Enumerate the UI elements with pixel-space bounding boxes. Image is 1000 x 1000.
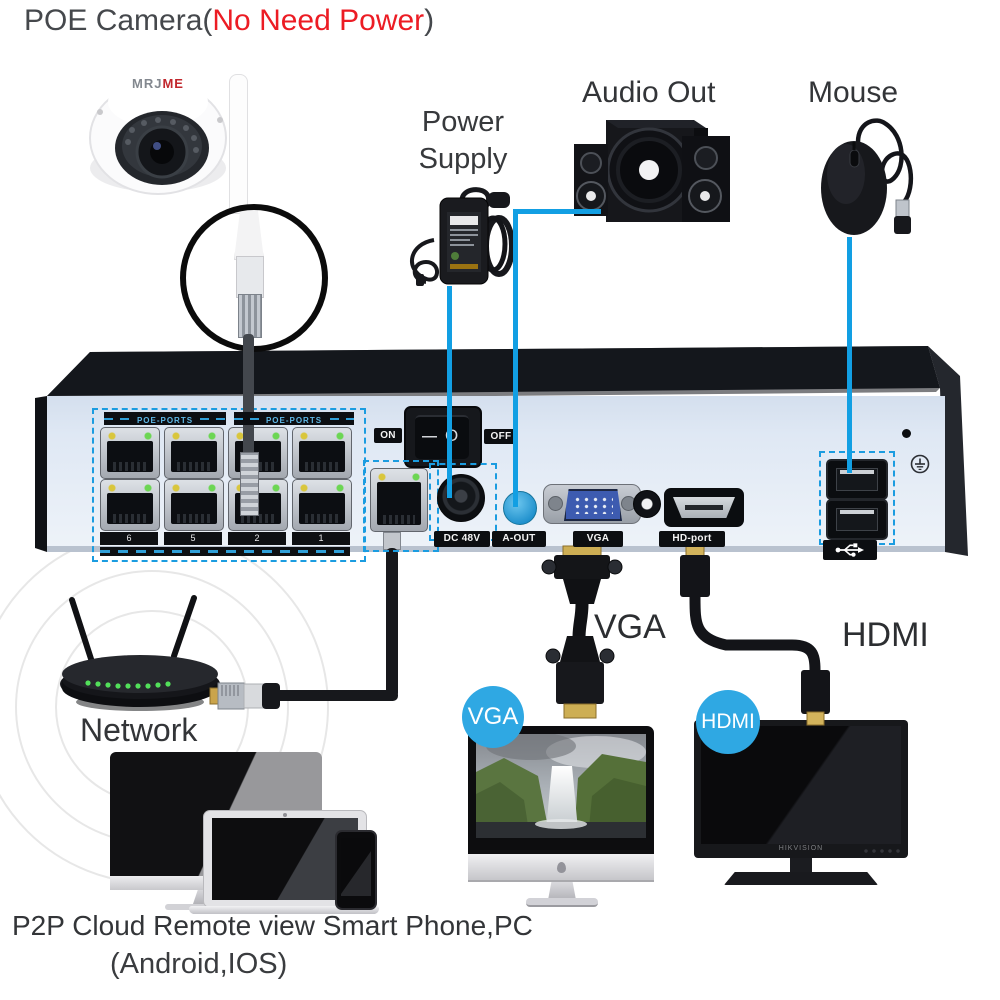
- power-supply-label: Power Supply: [418, 106, 508, 175]
- audio-out-jack: [503, 491, 537, 525]
- speakers-image: [574, 120, 730, 222]
- reset-hole: [902, 429, 911, 438]
- p2p-devices-image: [105, 748, 385, 916]
- poe-port: [100, 479, 160, 531]
- port-number: 6: [100, 532, 158, 545]
- rocker: — O: [415, 415, 469, 459]
- hdmi-cable-image: [680, 545, 830, 726]
- switch-on-label: ON: [374, 428, 402, 443]
- laptop-base: [189, 906, 379, 914]
- vga-port: [543, 478, 661, 528]
- power-supply-image: [410, 187, 515, 286]
- vga-port-label: VGA: [573, 531, 623, 547]
- vga-monitor-base: [526, 898, 598, 907]
- poe-camera-image: MRJME: [89, 76, 227, 195]
- vga-cable-image: [541, 545, 623, 719]
- footer-line2: (Android,IOS): [110, 948, 288, 980]
- dc-label: DC 48V: [434, 531, 490, 547]
- apple-logo-icon: [557, 862, 566, 873]
- switch-dash-symbol: —: [422, 428, 437, 445]
- lan-cable-horizontal: [272, 690, 398, 701]
- usb-ports-outline: [819, 451, 895, 545]
- poe-ports-outline: [92, 408, 366, 562]
- waterfall-wallpaper: [476, 734, 646, 838]
- usb-icon: [835, 543, 864, 557]
- vga-monitor-stand: [548, 882, 576, 900]
- hdmi-slot-gap: [685, 505, 723, 510]
- usb-label-badge: [823, 540, 877, 560]
- monitor-brand-label: HIKVISION: [778, 845, 824, 852]
- hdmi-port: [664, 488, 744, 527]
- audio-out-port-label: A-OUT: [492, 531, 546, 547]
- phone-screen: [341, 838, 371, 896]
- power-switch: — O: [404, 406, 482, 468]
- poe-ports-header-1: POE-PORTS: [104, 412, 226, 425]
- port-number: 2: [228, 532, 286, 545]
- usb-port: [826, 499, 888, 540]
- mouse-image: [821, 118, 913, 235]
- camera-cable-plug: [240, 452, 259, 516]
- vga-monitor-bezel: [468, 726, 654, 854]
- title-prefix: POE Camera(: [24, 4, 213, 37]
- audio-line-vertical: [513, 209, 518, 507]
- hdmi-monitor-image: HIKVISION: [694, 720, 908, 886]
- page-title: POE Camera(No Need Power): [24, 4, 434, 38]
- network-router-image: [60, 595, 220, 711]
- poe-ports-header-2: POE-PORTS: [234, 412, 354, 425]
- lan-port-outline: [363, 460, 439, 552]
- ground-icon: [910, 454, 930, 474]
- lan-port: [370, 468, 428, 532]
- poe-port: [292, 427, 352, 479]
- mouse-label: Mouse: [808, 76, 899, 109]
- poe-port: [164, 479, 224, 531]
- lan-cable-rj45-connector: [209, 682, 280, 710]
- port-dash-strip: [100, 547, 350, 556]
- port-number: 5: [164, 532, 222, 545]
- monitor-buttons: [862, 849, 902, 853]
- laptop-display: [212, 818, 358, 900]
- hdmi-cable-label: HDMI: [842, 616, 929, 654]
- poe-port: [100, 427, 160, 479]
- vga-screw: [548, 496, 563, 511]
- vga-monitor-chin: [468, 854, 654, 882]
- hdmi-monitor-bezel: HIKVISION: [694, 720, 908, 858]
- hdmi-monitor-neck: [790, 858, 812, 874]
- lan-cable-vertical: [386, 548, 398, 698]
- title-highlight: No Need Power: [212, 4, 425, 37]
- vga-cable-label: VGA: [594, 608, 666, 646]
- camera-logo-gray: MRJ: [132, 76, 162, 91]
- vga-dsub: [564, 489, 622, 521]
- vga-pins: [573, 496, 613, 514]
- hdmi-slot: [673, 497, 735, 518]
- audio-out-label: Audio Out: [582, 76, 716, 109]
- footer-line1: P2P Cloud Remote view Smart Phone,PC: [12, 910, 533, 941]
- dc-power-jack: [437, 474, 485, 522]
- switch-off-label: OFF: [484, 429, 518, 444]
- camera-dark-cable: [243, 334, 254, 464]
- vga-thumbscrew: [633, 490, 661, 518]
- laptop-camera-dot: [283, 813, 287, 817]
- port-number: 1: [292, 532, 350, 545]
- poe-port: [292, 479, 352, 531]
- power-line: [447, 286, 452, 498]
- svg-text:MRJME: MRJME: [132, 76, 184, 91]
- phone: [335, 830, 377, 910]
- audio-line-horizontal: [513, 209, 601, 214]
- vga-monitor-image: [468, 726, 654, 907]
- network-label: Network: [80, 712, 198, 748]
- vga-badge: VGA: [462, 686, 524, 748]
- hdmi-port-label: HD-port: [659, 531, 725, 547]
- hdmi-monitor-base: [724, 872, 878, 885]
- hdmi-badge: HDMI: [696, 690, 760, 754]
- poe-port: [164, 427, 224, 479]
- camera-logo-red: ME: [162, 76, 184, 91]
- title-suffix: ): [424, 4, 435, 37]
- mouse-line: [847, 237, 852, 473]
- rj45-highlight-circle-icon: [180, 204, 328, 352]
